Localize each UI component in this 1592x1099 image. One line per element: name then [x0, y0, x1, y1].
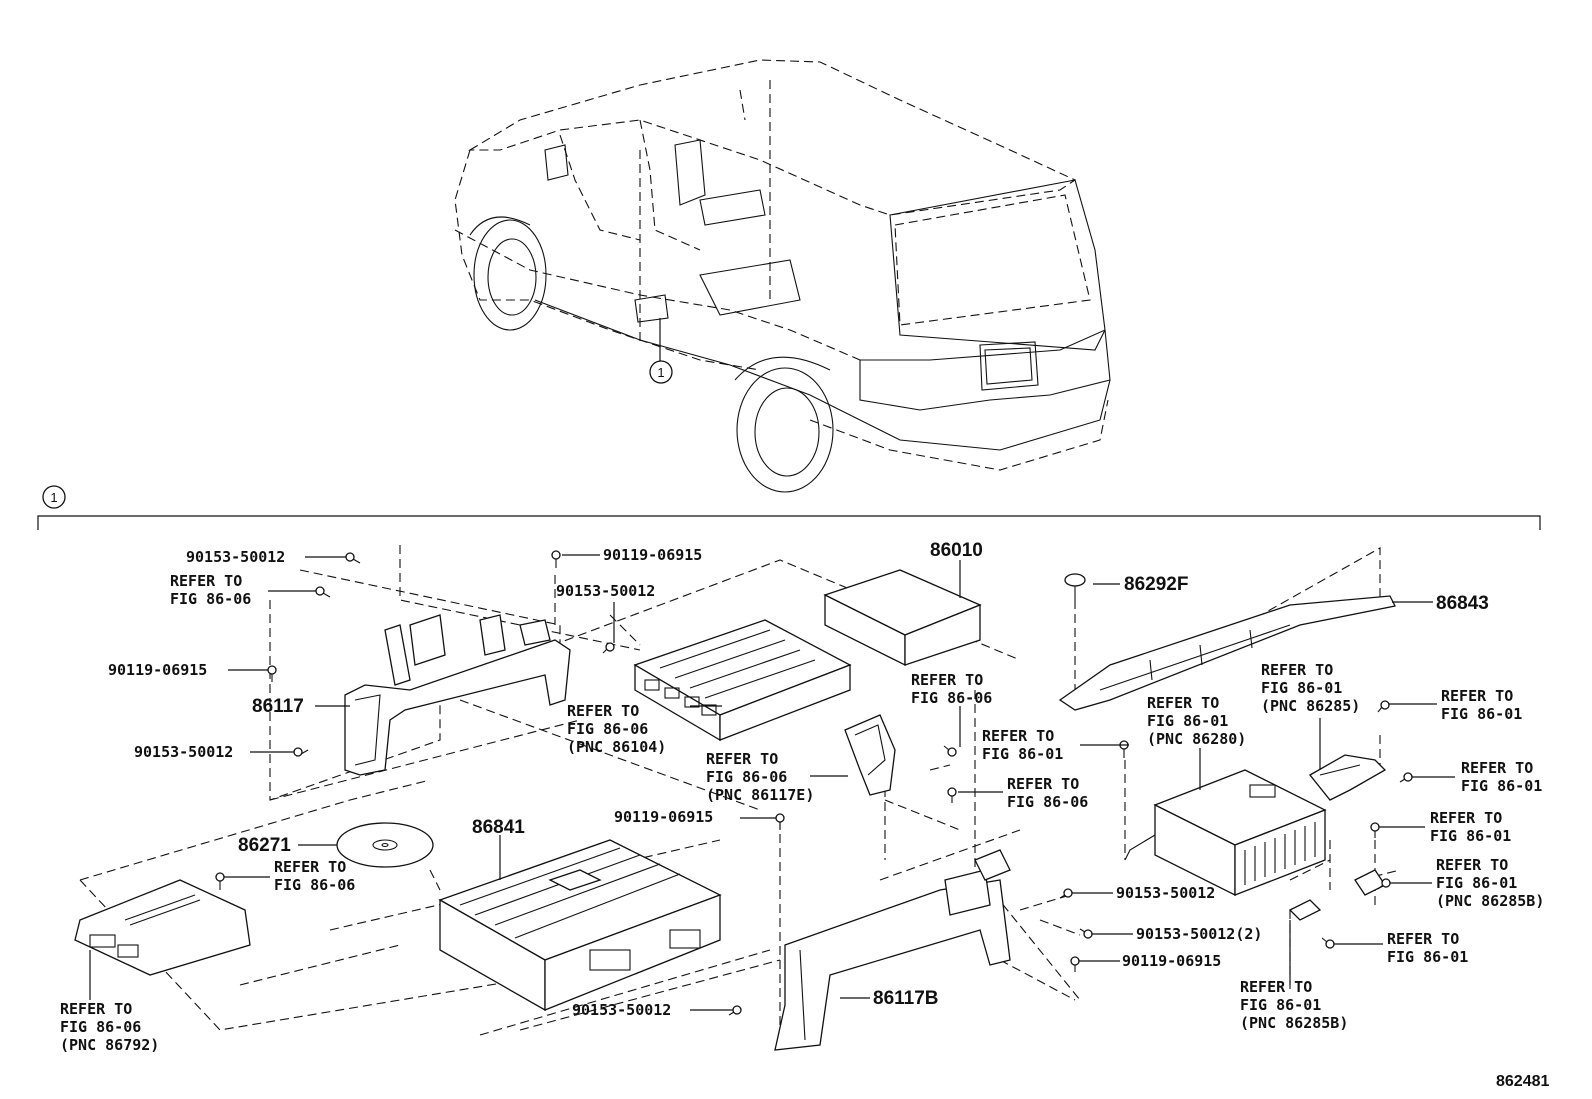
bolt-icon: [947, 787, 957, 803]
label-90153-50012-a: 90153-50012: [186, 548, 285, 566]
label-refer-pnc86280-3: (PNC 86280): [1147, 730, 1246, 748]
label-refer-fig8606-d-2: FIG 86-06: [274, 876, 355, 894]
label-refer-pnc86792-3: (PNC 86792): [60, 1036, 159, 1054]
bolt-icon: [728, 1005, 742, 1016]
bolt-icon: [1321, 937, 1335, 949]
label-refer-pnc86285-3: (PNC 86285): [1261, 697, 1360, 715]
label-refer-pnc86117e-1: REFER TO: [706, 750, 778, 768]
label-refer-fig8601-c-1: REFER TO: [1461, 759, 1533, 777]
label-86292f: 86292F: [1124, 574, 1188, 595]
label-refer-fig8606-c-1: REFER TO: [1007, 775, 1079, 793]
label-86117: 86117: [252, 696, 304, 717]
label-refer-fig8601-b-1: REFER TO: [982, 727, 1054, 745]
unit-86104-shape: [633, 619, 852, 742]
label-refer-pnc86280-1: REFER TO: [1147, 694, 1219, 712]
label-90119-06915-d: 90119-06915: [1122, 952, 1221, 970]
bolt-icon: [1070, 956, 1080, 972]
label-refer-fig8601-e-1: REFER TO: [1387, 930, 1459, 948]
section-callout: 1: [37, 485, 1541, 530]
label-refer-fig8606-a-2: FIG 86-06: [170, 590, 251, 608]
label-refer-fig8601-b-2: FIG 86-01: [982, 745, 1063, 763]
label-refer-fig8601-a-2: FIG 86-01: [1441, 705, 1522, 723]
label-refer-pnc86285-1: REFER TO: [1261, 661, 1333, 679]
label-refer-pnc86104-2: FIG 86-06: [567, 720, 648, 738]
labels: 90153-50012 REFER TO FIG 86-06 90119-069…: [60, 540, 1549, 1090]
label-90153-50012-b: 90153-50012: [134, 743, 233, 761]
bracket-86285-shape: [1309, 754, 1387, 801]
bolt-icon: [1399, 772, 1413, 783]
label-refer-pnc86117e-2: FIG 86-06: [706, 768, 787, 786]
label-refer-fig8601-a-1: REFER TO: [1441, 687, 1513, 705]
bolt-icon: [215, 872, 225, 890]
unit-86010-shape: [823, 569, 982, 667]
bolt-icon: [267, 665, 277, 682]
assembly-leader-lines: [79, 545, 1401, 1036]
bolt-icon: [1059, 888, 1073, 899]
clip-86292f-shape: [1064, 573, 1086, 600]
label-refer-pnc86285b-a-3: (PNC 86285B): [1436, 892, 1544, 910]
label-refer-pnc86117e-3: (PNC 86117E): [706, 786, 814, 804]
label-refer-pnc86104-1: REFER TO: [567, 702, 639, 720]
label-refer-fig8601-d-2: FIG 86-01: [1430, 827, 1511, 845]
label-90119-06915-b: 90119-06915: [603, 546, 702, 564]
label-leaders: [89, 554, 1455, 1011]
bolt-icon: [943, 745, 957, 757]
bolt-icon: [1119, 740, 1129, 758]
label-refer-pnc86280-2: FIG 86-01: [1147, 712, 1228, 730]
disc-86271-shape: [336, 822, 434, 868]
label-refer-pnc86285b-b-1: REFER TO: [1240, 978, 1312, 996]
label-refer-pnc86285b-a-1: REFER TO: [1436, 856, 1508, 874]
bolt-icon: [315, 586, 331, 598]
unit-86792-shape: [74, 879, 251, 976]
bracket-86117b-shape: [774, 849, 1011, 1051]
section-callout-number: 1: [50, 490, 57, 505]
label-86010: 86010: [930, 540, 983, 561]
label-refer-fig8601-d-1: REFER TO: [1430, 809, 1502, 827]
label-86841: 86841: [472, 817, 525, 838]
label-refer-pnc86285b-b-2: FIG 86-01: [1240, 996, 1321, 1014]
label-refer-fig8601-c-2: FIG 86-01: [1461, 777, 1542, 795]
figure-number: 862481: [1496, 1073, 1549, 1090]
label-refer-fig8601-e-2: FIG 86-01: [1387, 948, 1468, 966]
fasteners: [215, 550, 1413, 1016]
label-86117b: 86117B: [873, 988, 939, 1009]
label-90119-06915-c: 90119-06915: [614, 808, 713, 826]
bolt-icon: [602, 642, 615, 654]
label-90119-06915-a: 90119-06915: [108, 661, 207, 679]
label-refer-fig8606-d-1: REFER TO: [274, 858, 346, 876]
label-90153-50012-f: 90153-50012: [572, 1001, 671, 1019]
label-refer-fig8606-c-2: FIG 86-06: [1007, 793, 1088, 811]
label-refer-pnc86104-3: (PNC 86104): [567, 738, 666, 756]
unit-86841-shape: [438, 839, 722, 1012]
bolt-icon: [1079, 928, 1093, 939]
bolt-icon: [1370, 822, 1380, 838]
label-refer-fig8606-a-1: REFER TO: [170, 572, 242, 590]
label-refer-pnc86285b-a-2: FIG 86-01: [1436, 874, 1517, 892]
label-refer-fig8606-b-2: FIG 86-06: [911, 689, 992, 707]
label-refer-pnc86792-1: REFER TO: [60, 1000, 132, 1018]
label-refer-pnc86285-2: FIG 86-01: [1261, 679, 1342, 697]
label-90153-50012-e: 90153-50012(2): [1136, 925, 1262, 943]
label-90153-50012-d: 90153-50012: [1116, 884, 1215, 902]
bolt-icon: [1377, 700, 1390, 713]
label-refer-pnc86792-2: FIG 86-06: [60, 1018, 141, 1036]
label-refer-fig8606-b-1: REFER TO: [911, 671, 983, 689]
label-refer-pnc86285b-b-3: (PNC 86285B): [1240, 1014, 1348, 1032]
bracket-86117e-shape: [844, 714, 896, 796]
bolt-icon: [293, 747, 309, 757]
label-86271: 86271: [238, 835, 291, 856]
bolt-icon: [1377, 878, 1391, 890]
label-86843: 86843: [1436, 593, 1489, 614]
unit-86280-shape: [1124, 769, 1327, 897]
label-90153-50012-c: 90153-50012: [556, 582, 655, 600]
vehicle-illustration: 1: [454, 59, 1111, 493]
trim-86843-shape: [1058, 595, 1396, 711]
bolt-icon: [345, 552, 361, 564]
vehicle-callout-number: 1: [657, 365, 664, 380]
bracket-86117-shape: [344, 614, 571, 776]
bolt-icon: [775, 813, 785, 830]
bracket-86285b-shape: [1288, 869, 1386, 921]
bolt-icon: [551, 550, 561, 568]
